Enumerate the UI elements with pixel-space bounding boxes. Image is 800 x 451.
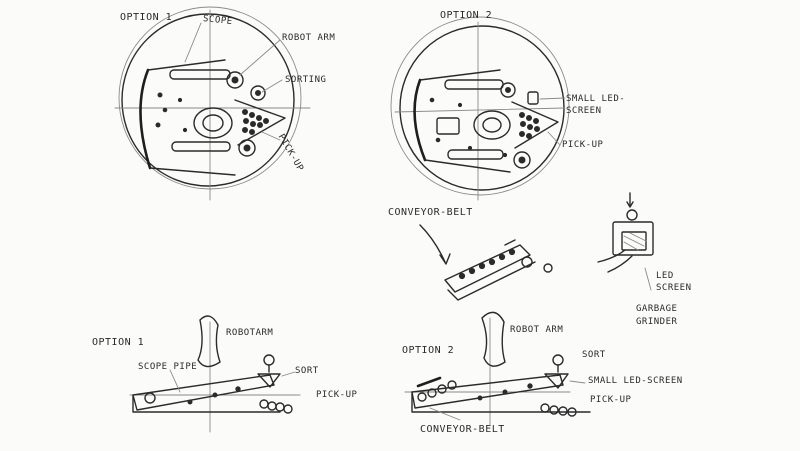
label-garbage-grinder: GARBAGE GRINDER [636,304,678,327]
label-sort-bottom-left: SORT [295,366,319,376]
option2-top-device [390,16,570,201]
label-option1-top: OPTION 1 [120,12,173,23]
option1-side-view [129,315,301,433]
label-small-led-screen-top: SMALL LED-SCREEN [566,94,626,116]
label-option2-bottom: OPTION 2 [402,345,455,356]
label-led-screen: LED SCREEN [656,271,692,293]
label-robotarm-bottom: ROBOTARM [226,328,274,338]
label-conveyor-belt-bottom: CONVEYOR-BELT [420,424,505,435]
label-small-led-screen-bottom: SMALL LED-SCREEN [588,376,683,386]
label-sorting: SORTING [285,75,327,85]
garbage-grinder-sketch [597,192,654,291]
label-conveyor-belt-middle: CONVEYOR-BELT [388,207,473,218]
label-option2-top: OPTION 2 [440,10,493,21]
label-sort-bottom-right: SORT [582,350,606,360]
label-pick-up-bottom-left: PICK-UP [316,390,358,400]
label-pick-up-top-right: PICK-UP [562,140,604,150]
label-pick-up-bottom-right: PICK-UP [590,395,632,405]
option2-side-view [404,311,591,426]
label-robot-arm-top: ROBOT ARM [282,33,336,43]
label-option1-bottom: OPTION 1 [92,337,145,348]
option1-top-device [114,6,311,201]
conveyor-belt-sketch [419,224,553,301]
label-robot-arm-bottom-right: ROBOT ARM [510,325,564,335]
label-scope-pipe: SCOPE PIPE [138,362,198,372]
